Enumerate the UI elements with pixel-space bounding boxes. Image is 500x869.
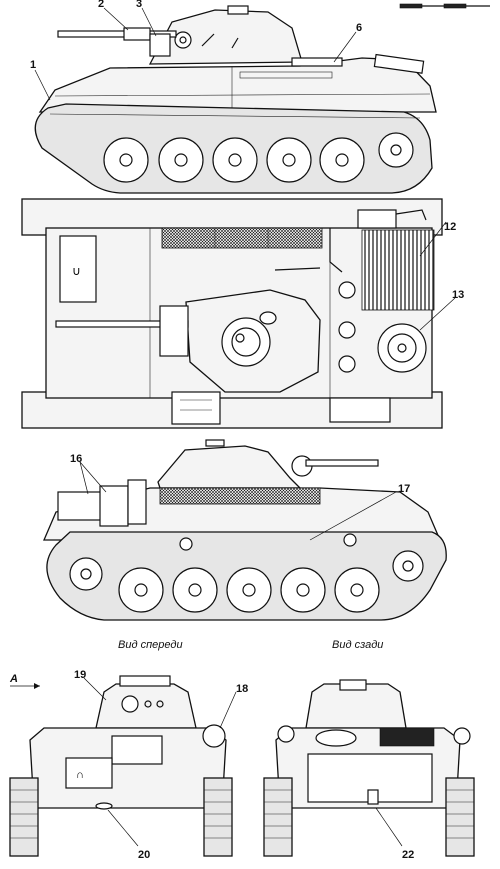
label-16: 16 — [70, 453, 82, 465]
front-hatch — [65, 757, 113, 789]
label-17: 17 — [398, 483, 410, 495]
label-18: 18 — [236, 683, 248, 695]
engine-access-cover — [377, 323, 427, 373]
svg-text:∩: ∩ — [76, 769, 84, 781]
road-wheels-right — [69, 550, 424, 613]
caption-rear-view: Вид сзади — [332, 639, 383, 651]
rear-view: 22 — [263, 679, 475, 861]
label-19: 19 — [74, 669, 86, 681]
label-22: 22 — [402, 849, 414, 861]
turret-right — [157, 445, 302, 489]
commander-cupola — [221, 317, 271, 367]
top-view: ∪ 12 13 — [21, 198, 464, 429]
main-gun-right — [305, 459, 379, 467]
main-gun — [57, 30, 177, 38]
hull-side — [38, 57, 437, 113]
svg-text:∪: ∪ — [72, 264, 81, 278]
road-wheels-left — [103, 132, 414, 183]
label-6: 6 — [356, 22, 362, 34]
caption-front-view: Вид спереди — [118, 639, 183, 651]
track-front-right — [203, 777, 233, 857]
driver-hatch — [59, 235, 97, 303]
gun-mantlet — [174, 31, 192, 49]
rear-grille — [379, 727, 435, 747]
muffler — [57, 491, 103, 521]
track-rear-left — [263, 777, 293, 857]
track-rear-right — [445, 777, 475, 857]
track-front-left — [9, 777, 39, 857]
label-2: 2 — [98, 0, 104, 10]
scale-bar — [399, 3, 490, 9]
label-13: 13 — [452, 289, 464, 301]
label-3: 3 — [136, 0, 142, 10]
label-12: 12 — [444, 221, 456, 233]
cupola — [227, 5, 249, 15]
label-20: 20 — [138, 849, 150, 861]
view-arrow-label: A — [9, 673, 18, 685]
stowage-box-top — [161, 227, 323, 249]
side-view-right: 16 17 — [43, 439, 447, 621]
headlight — [202, 724, 226, 748]
front-view: A ∩ 19 18 20 — [9, 669, 248, 861]
radiator-grille — [361, 229, 435, 311]
label-1: 1 — [30, 59, 36, 71]
side-view-left: 1 2 3 6 — [30, 0, 437, 194]
